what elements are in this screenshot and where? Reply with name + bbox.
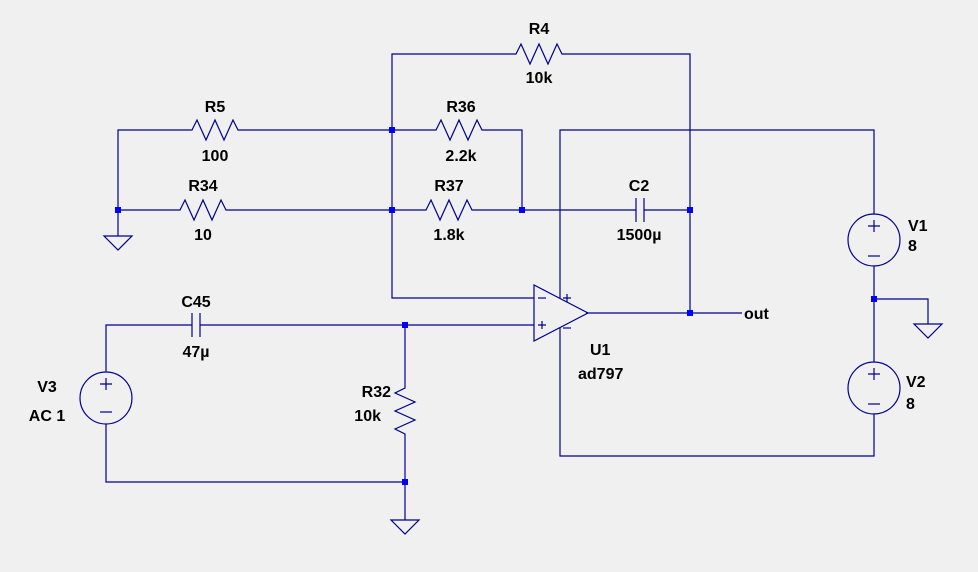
opamp-vplus-mark: [563, 294, 571, 302]
junction: [871, 296, 877, 302]
R32-value: 10k: [354, 408, 381, 425]
V2-value: 8: [906, 396, 915, 413]
resistor-R5[interactable]: [188, 118, 242, 142]
V3-name: V3: [37, 379, 57, 396]
ground-icon: [912, 323, 944, 339]
net-label-out: out: [744, 306, 770, 323]
C45-value: 47µ: [182, 344, 209, 361]
capacitor-C45[interactable]: [191, 313, 201, 337]
opamp-noninverting-mark: [538, 321, 546, 329]
resistor-R37[interactable]: [422, 198, 476, 222]
voltage-source-V2[interactable]: [847, 361, 901, 415]
V1-name: V1: [908, 218, 928, 235]
U1-value: ad797: [578, 366, 623, 383]
V1-value: 8: [908, 238, 917, 255]
R32-name: R32: [362, 384, 391, 401]
junctions: [115, 127, 877, 485]
voltage-source-V1[interactable]: [847, 213, 901, 267]
opamp-U1[interactable]: [533, 284, 590, 342]
C2-value: 1500µ: [617, 227, 662, 244]
R4-name: R4: [529, 21, 550, 38]
resistor-R4[interactable]: [512, 42, 566, 66]
R34-value: 10: [194, 227, 212, 244]
resistor-R32[interactable]: [393, 384, 417, 436]
junction: [389, 127, 395, 133]
R5-value: 100: [202, 148, 229, 165]
junction: [389, 207, 395, 213]
wires: [105, 53, 929, 520]
junction: [687, 207, 693, 213]
capacitor-C2[interactable]: [635, 198, 645, 222]
R36-name: R36: [446, 99, 475, 116]
junction: [519, 207, 525, 213]
R34-name: R34: [188, 178, 217, 195]
voltage-source-V3[interactable]: [79, 371, 133, 425]
U1-name: U1: [590, 342, 611, 359]
junction: [402, 322, 408, 328]
R5-name: R5: [205, 99, 226, 116]
ground-icon: [102, 235, 134, 251]
ground-icon: [389, 519, 421, 535]
V3-value: AC 1: [29, 408, 66, 425]
R37-name: R37: [434, 178, 463, 195]
resistor-R34[interactable]: [176, 198, 230, 222]
R37-value: 1.8k: [433, 227, 464, 244]
junction: [402, 479, 408, 485]
C45-name: C45: [181, 294, 210, 311]
junction: [687, 310, 693, 316]
junction: [115, 207, 121, 213]
V2-name: V2: [906, 374, 926, 391]
resistor-R36[interactable]: [432, 118, 488, 142]
R36-value: 2.2k: [445, 148, 476, 165]
R4-value: 10k: [526, 70, 553, 87]
C2-name: C2: [629, 178, 650, 195]
